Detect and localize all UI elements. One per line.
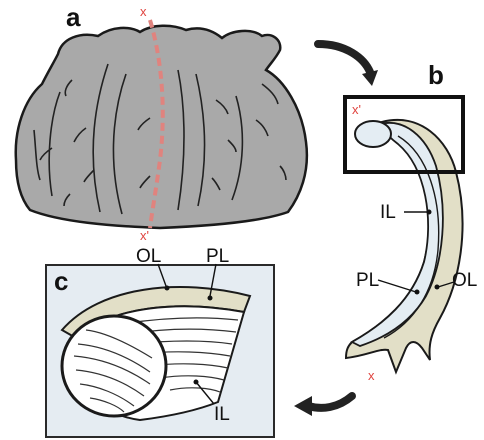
panel-b-label: b bbox=[428, 60, 444, 90]
panel-a-label: a bbox=[66, 2, 81, 32]
panel-b-section: b x' x IL PL OL bbox=[345, 60, 477, 383]
arrow-b-to-c bbox=[294, 396, 352, 416]
hinge-knob bbox=[355, 121, 391, 147]
section-marker-bottom: x' bbox=[140, 228, 149, 243]
panel-c-label: c bbox=[54, 266, 68, 296]
panel-b-pl-label: PL bbox=[356, 270, 379, 291]
panel-c-ol-label: OL bbox=[136, 246, 161, 267]
panel-a-shell: a x x' bbox=[16, 2, 307, 243]
section-b-marker-top: x' bbox=[352, 102, 361, 117]
panel-b-il-label: IL bbox=[380, 202, 396, 223]
c-hinge-ellipse bbox=[62, 316, 166, 416]
panel-b-ol-label: OL bbox=[452, 270, 477, 291]
panel-c-il-label: IL bbox=[214, 404, 230, 425]
section-marker-top: x bbox=[140, 4, 147, 19]
arrow-a-to-b bbox=[318, 44, 378, 86]
panel-c-pl-label: PL bbox=[206, 246, 229, 267]
section-b-marker-bottom: x bbox=[368, 368, 375, 383]
panel-c-detail: c OL PL IL bbox=[46, 246, 274, 437]
